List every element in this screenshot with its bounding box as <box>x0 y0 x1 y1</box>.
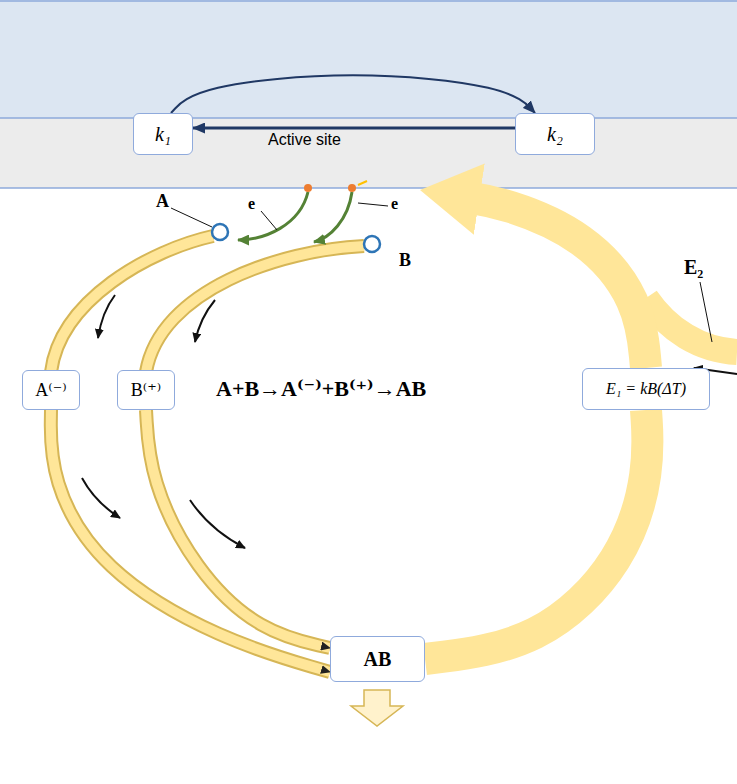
output-arrow <box>351 690 403 726</box>
energy-box: E₁ = kB(ΔT) <box>582 368 710 410</box>
site-label: B <box>399 250 411 271</box>
reactant-site <box>212 224 228 240</box>
rate-box: k₂ <box>515 113 595 155</box>
product-box: AB <box>330 636 425 682</box>
site-label: A <box>156 191 169 212</box>
electron-label-text: e <box>248 195 255 213</box>
rate-box: k₁ <box>133 113 193 155</box>
energy-label: E₂ <box>684 256 703 279</box>
flow-arrow <box>98 295 115 338</box>
node-text: AB <box>364 648 392 671</box>
spark-mark <box>358 181 367 185</box>
node-text: B⁽⁺⁾ <box>131 380 161 401</box>
reactant-tube <box>146 246 364 372</box>
active-site-band: Active site <box>0 118 737 188</box>
band-border <box>0 117 737 119</box>
rate-arrow <box>193 128 515 129</box>
connector-line <box>51 410 330 672</box>
rate-arrow <box>171 75 535 113</box>
site-label-text: B <box>399 250 411 271</box>
reaction-path <box>146 410 330 648</box>
energy-flow-arrow <box>425 410 647 659</box>
flow-arrow <box>190 500 245 548</box>
reactant-site <box>364 236 380 252</box>
electron-arrow <box>314 192 352 242</box>
electron-dot <box>304 184 312 192</box>
node-text: k₂ <box>547 123 563 146</box>
flow-arrow <box>195 300 215 342</box>
region-border <box>0 0 737 2</box>
electron-label: e <box>248 195 255 213</box>
flow-arrow <box>82 478 120 518</box>
connector-line <box>146 410 330 648</box>
node-text: k₁ <box>155 123 171 146</box>
site-label-text: A <box>156 191 169 212</box>
connector-line <box>171 75 535 113</box>
reaction-equation-text: A+B→A⁽⁻⁾+B⁽⁺⁾→AB <box>216 376 426 401</box>
node-text: Active site <box>268 131 341 149</box>
electron-arrow <box>238 192 308 240</box>
connector-line <box>464 197 646 368</box>
leader-line <box>261 211 277 230</box>
node-text: E₁ = kB(ΔT) <box>606 380 686 398</box>
connector-line <box>425 410 647 659</box>
tube-outline <box>51 410 330 672</box>
electron-label: e <box>391 195 398 213</box>
leader-line <box>700 282 712 342</box>
node-text: A⁽⁻⁾ <box>35 380 66 401</box>
electron-dot <box>348 184 356 192</box>
tube-outline <box>146 410 330 648</box>
energy-label-text: E₂ <box>684 256 703 279</box>
reaction-equation: A+B→A⁽⁻⁾+B⁽⁺⁾→AB <box>216 376 426 401</box>
ion-box: B⁽⁺⁾ <box>117 370 175 410</box>
reaction-path <box>51 410 330 672</box>
band-border <box>0 187 737 189</box>
leader-line <box>171 208 212 227</box>
connector-line <box>193 127 515 130</box>
upper-region <box>0 0 737 118</box>
leader-line <box>358 203 388 206</box>
active-site-band <box>0 118 737 188</box>
energy-flow-arrow <box>464 197 646 368</box>
electron-label-text: e <box>391 195 398 213</box>
reactant-tube <box>146 246 364 372</box>
ion-box: A⁽⁻⁾ <box>22 370 80 410</box>
